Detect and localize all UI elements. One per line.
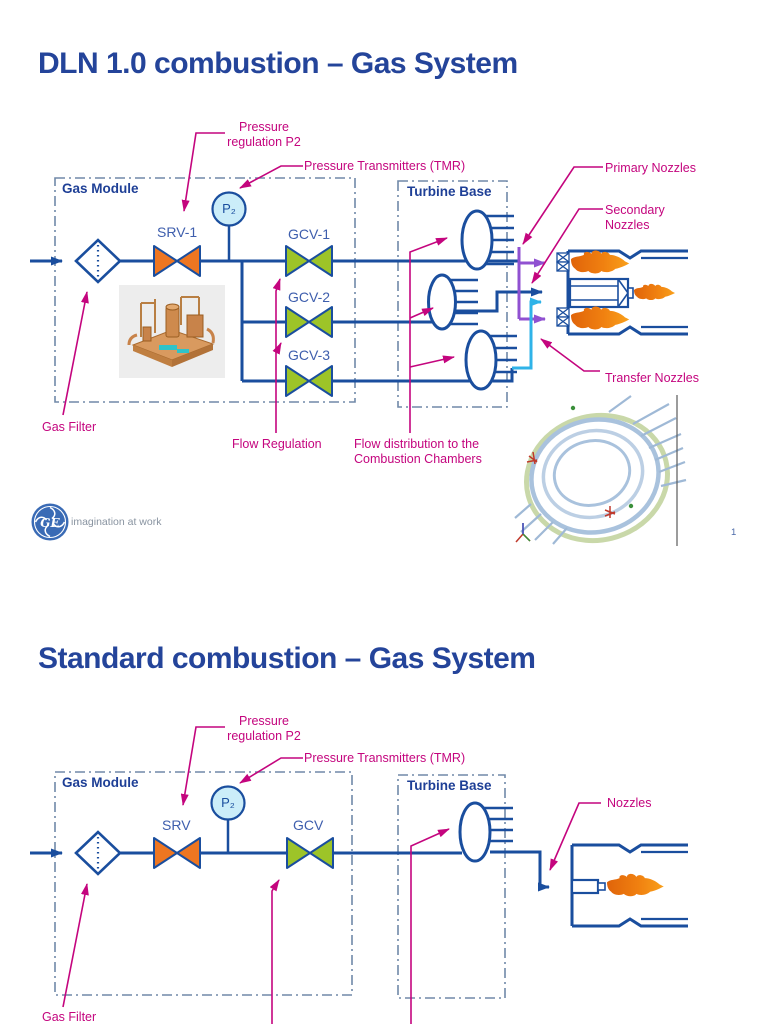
- pressure-regulation-label: Pressure regulation P2: [227, 714, 301, 743]
- slide2-gas-module-box: [54, 771, 506, 999]
- gas-filter-icon: [74, 238, 122, 284]
- flame-icon: [607, 873, 664, 897]
- primary-manifold-icon: [460, 209, 514, 271]
- combustor-icon: [570, 843, 688, 928]
- slide1-diagram: [30, 132, 688, 546]
- gcv3-label: GCV-3: [288, 347, 331, 363]
- gcv1-valve-icon: [285, 245, 333, 277]
- gas-module-label: Gas Module: [62, 181, 139, 196]
- turbine-base-label: Turbine Base: [407, 184, 492, 199]
- transfer-nozzle-line: [512, 297, 542, 370]
- page-number: 1: [731, 527, 737, 538]
- primary-nozzle-ports-icon: [556, 252, 570, 327]
- slide2-pipes: [30, 820, 550, 892]
- gcv-valve-icon: [286, 837, 334, 869]
- fuel-nozzle-icon: [570, 878, 600, 895]
- secondary-nozzle-body-icon: [568, 277, 634, 309]
- gcv1-label: GCV-1: [288, 226, 331, 242]
- gas-module-cad-image: [119, 285, 225, 378]
- pressure-transmitters-label: Pressure Transmitters (TMR): [304, 159, 466, 173]
- turbine-base-label: Turbine Base: [407, 778, 492, 793]
- secondary-nozzles-label: Secondary Nozzles: [605, 203, 665, 232]
- transfer-nozzles-label: Transfer Nozzles: [605, 371, 700, 385]
- transfer-manifold-icon: [464, 329, 517, 391]
- nozzle-manifold-icon: [458, 801, 513, 863]
- nozzles-label: Nozzles: [607, 796, 652, 810]
- srv-valve-icon: [153, 837, 201, 869]
- slide1-title: DLN 1.0 combustion – Gas System: [38, 47, 518, 80]
- secondary-manifold-icon: [427, 273, 478, 331]
- slide2-title: Standard combustion – Gas System: [38, 642, 536, 675]
- primary-nozzles-label: Primary Nozzles: [605, 161, 696, 175]
- gcv3-valve-icon: [285, 365, 333, 397]
- gcv-label: GCV: [293, 817, 324, 833]
- ge-logo: GE: [31, 503, 69, 541]
- p2-gauge-icon: [211, 191, 247, 227]
- gas-filter-label: Gas Filter: [42, 420, 97, 434]
- gcv2-valve-icon: [285, 306, 333, 338]
- pressure-regulation-label: Pressure regulation P2: [227, 120, 301, 149]
- p2-gauge-label: P₂: [222, 201, 236, 216]
- combustion-ring-cad-image: [514, 395, 687, 545]
- slide2-diagram: [30, 726, 688, 1024]
- pressure-transmitters-label: Pressure Transmitters (TMR): [304, 751, 466, 765]
- ge-tagline: imagination at work: [71, 516, 162, 528]
- combustor-icon: [556, 249, 688, 336]
- gas-filter-icon: [74, 830, 122, 876]
- srv-label: SRV: [162, 817, 191, 833]
- p2-gauge-icon: [210, 785, 246, 821]
- slide1-gas-module-box: [54, 177, 508, 408]
- flow-distribution-label: Flow distribution to the Combustion Cham…: [354, 437, 482, 466]
- gcv2-label: GCV-2: [288, 289, 331, 305]
- slide1-leader-lines: [62, 132, 603, 433]
- gas-filter-label: Gas Filter: [42, 1010, 97, 1024]
- gas-module-label: Gas Module: [62, 775, 139, 790]
- srv1-valve-icon: [153, 245, 201, 277]
- slide2-leader-lines: [62, 726, 601, 1024]
- srv1-label: SRV-1: [157, 224, 198, 240]
- p2-gauge-label: P₂: [221, 795, 235, 810]
- ge-monogram-text: GE: [40, 516, 60, 530]
- flow-regulation-label: Flow Regulation: [232, 437, 322, 451]
